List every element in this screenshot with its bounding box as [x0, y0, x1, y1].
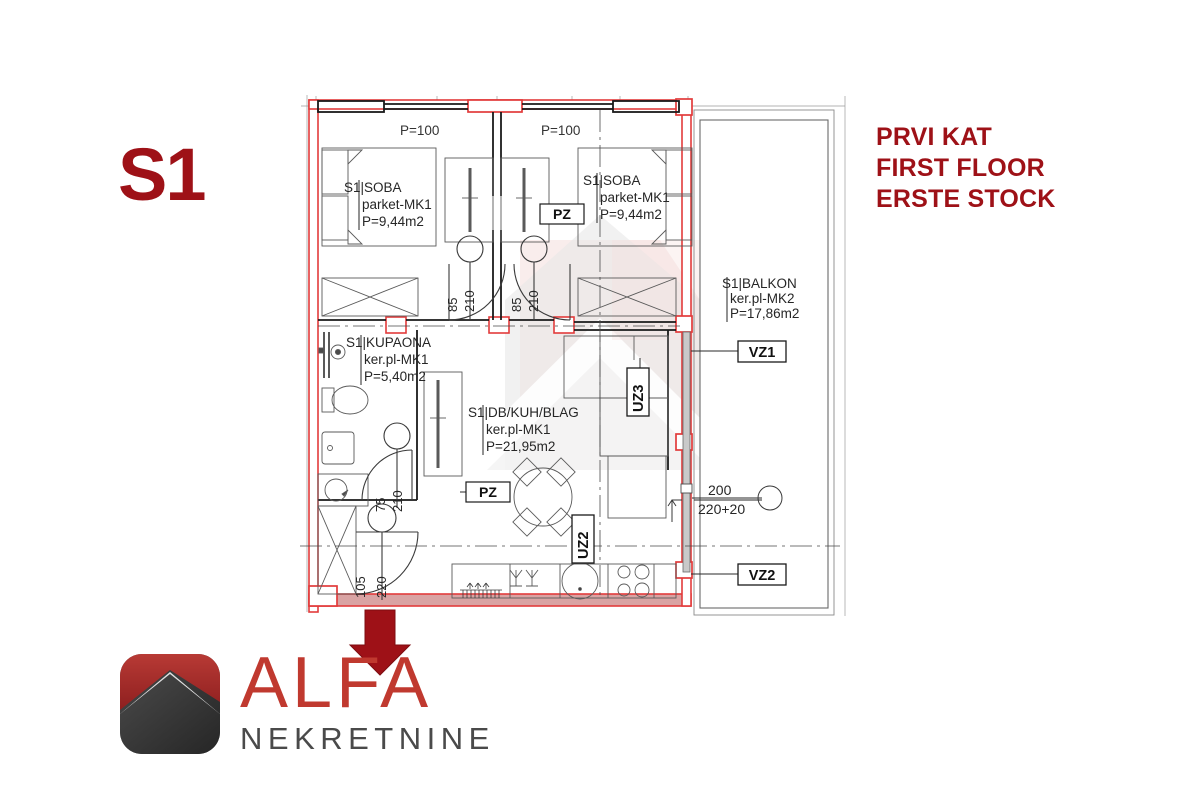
title-line-first-floor: FIRST FLOOR: [876, 154, 1045, 182]
room-label-soba-left-finish: parket-MK1: [362, 197, 432, 212]
room-label-kupaona-area: P=5,40m2: [364, 369, 426, 384]
room-labels: S1|SOBA parket-MK1 P=9,44m2 S1|SOBA park…: [344, 173, 799, 455]
balcony-door-dim-top: 200: [708, 482, 732, 498]
pz-tags: PZ PZ: [465, 203, 585, 503]
company-logo: ALFA NEKRETNINE: [118, 643, 498, 768]
room-label-soba-left-area: P=9,44m2: [362, 214, 424, 229]
vz-tag-1: VZ1: [737, 340, 787, 363]
logo-mark-icon: [120, 654, 220, 754]
door-tag-soba-right-width: 85: [509, 298, 524, 312]
unit-label: S1: [118, 133, 207, 216]
door-tag-entry-width: 105: [353, 576, 368, 598]
pz-tag-top-label: PZ: [553, 206, 571, 222]
center-lines: [300, 110, 840, 600]
balcony-outline: [693, 109, 835, 616]
title-line-prvi-kat: PRVI KAT: [876, 123, 992, 151]
door-tag-soba-left-height: 210: [462, 290, 477, 312]
uz-tag-2: UZ2: [571, 514, 595, 564]
room-label-living-area: P=21,95m2: [486, 439, 555, 454]
door-tag-entry-height: 220: [374, 576, 389, 598]
balcony-door-dimension: 200 220+20: [694, 482, 762, 517]
door-tag-kupaona-width: 75: [373, 498, 388, 512]
slope-label-left: P=100: [400, 123, 439, 138]
vz-tags: VZ1 VZ2: [737, 340, 787, 586]
logo-subtitle: NEKRETNINE: [240, 721, 495, 756]
door-tag-kupaona-height: 210: [390, 490, 405, 512]
room-label-balkon-finish: ker.pl-MK2: [730, 291, 795, 306]
pz-tag-mid: PZ: [465, 481, 511, 503]
slope-labels: P=100 P=100: [400, 123, 580, 138]
room-label-soba-left-name: S1|SOBA: [344, 180, 402, 195]
room-label-balkon-name: S1|BALKON: [722, 276, 797, 291]
uz-tags: UZ3 UZ2: [571, 367, 650, 564]
title-line-erste-stock: ERSTE STOCK: [876, 185, 1056, 213]
door-swings: [355, 235, 571, 600]
room-label-living-finish: ker.pl-MK1: [486, 422, 551, 437]
uz-tag-2-label: UZ2: [576, 532, 592, 559]
uz-tag-3: UZ3: [626, 367, 650, 417]
balcony-railing: [680, 331, 693, 573]
vz-tag-2-label: VZ2: [749, 568, 776, 584]
furniture: [317, 147, 693, 600]
room-label-kupaona-name: S1|KUPAONA: [346, 335, 431, 350]
balcony-door-dim-bottom: 220+20: [698, 501, 745, 517]
door-tag-soba-left-width: 85: [445, 298, 460, 312]
logo-brand: ALFA: [240, 643, 433, 723]
room-label-balkon-area: P=17,86m2: [730, 306, 799, 321]
vz-tag-1-label: VZ1: [749, 345, 776, 361]
room-label-soba-right-area: P=9,44m2: [600, 207, 662, 222]
watermark-logo: [487, 215, 700, 470]
slope-label-right: P=100: [541, 123, 580, 138]
title-block: PRVI KAT FIRST FLOOR ERSTE STOCK: [876, 122, 1056, 215]
pz-tag-mid-label: PZ: [479, 484, 497, 500]
entrance-arrow: [348, 609, 412, 676]
door-tag-soba-right-height: 210: [526, 290, 541, 312]
vz-tag-2: VZ2: [737, 563, 787, 586]
room-label-soba-right-name: S1|SOBA: [583, 173, 641, 188]
room-label-living-name: S1|DB/KUH/BLAG: [468, 405, 579, 420]
room-label-kupaona-finish: ker.pl-MK1: [364, 352, 429, 367]
room-label-soba-right-finish: parket-MK1: [600, 190, 670, 205]
logo-text-block: ALFA NEKRETNINE: [240, 643, 495, 756]
pz-tag-top: PZ: [539, 203, 585, 225]
uz-tag-3-label: UZ3: [631, 385, 647, 412]
door-dimension-tags: 85 210 85 210 75 210 105 220: [353, 290, 541, 598]
